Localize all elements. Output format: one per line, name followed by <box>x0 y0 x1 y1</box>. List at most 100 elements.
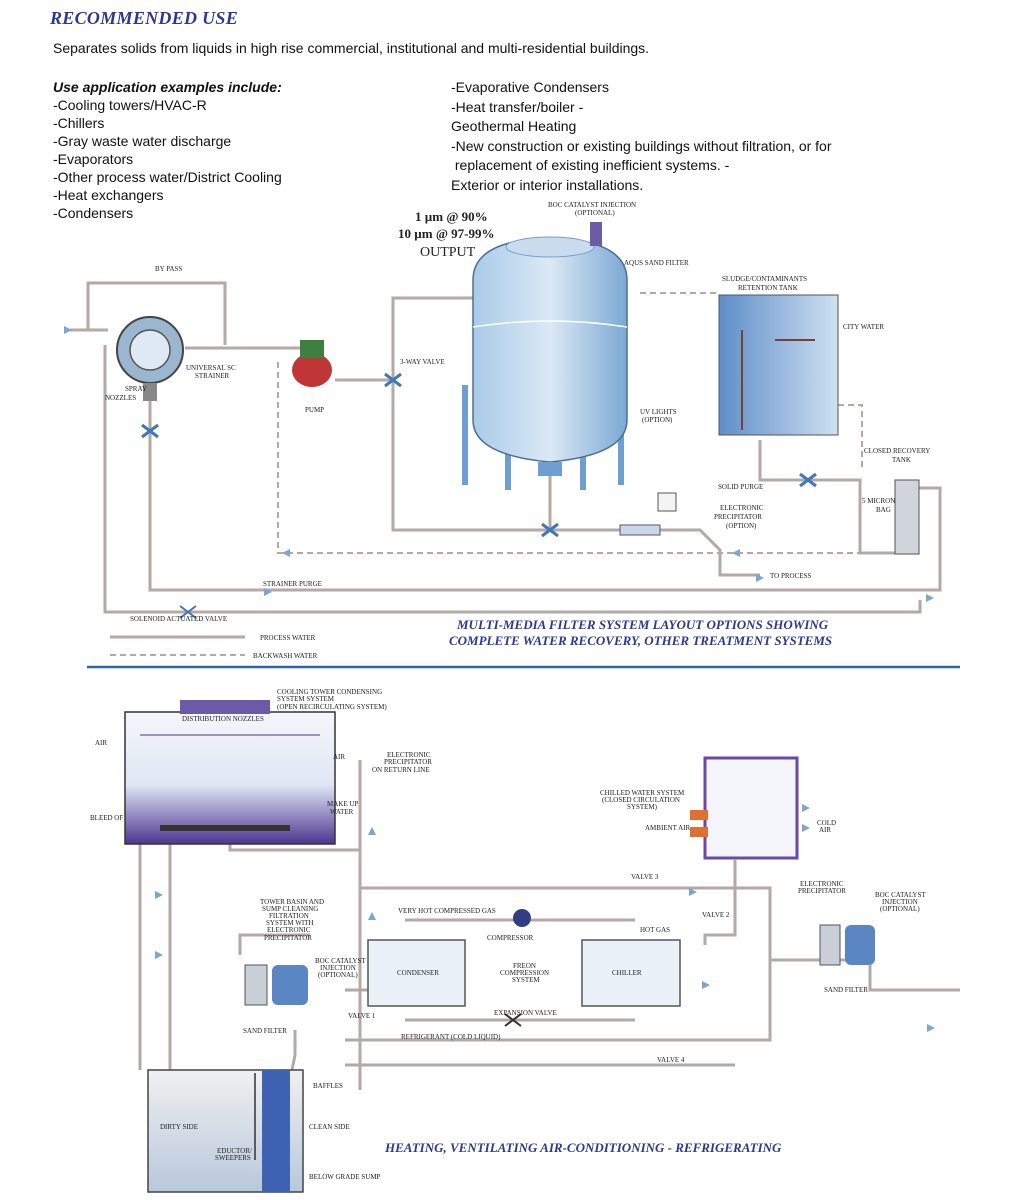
bypass-label: BY PASS <box>155 265 182 273</box>
application-list-lead: Use application examples include: <box>53 79 282 95</box>
sludge-tank-label: SLUDGE/CONTAMINANTS <box>722 275 807 283</box>
tower-basin-label: PRECIPITATOR <box>264 934 312 942</box>
hot-gas-label: HOT GAS <box>640 926 670 934</box>
bypass-pipe <box>86 281 227 345</box>
flow-arrow-icon <box>927 1024 935 1032</box>
list-item: Geothermal Heating <box>451 118 577 134</box>
chiller-label: CHILLER <box>612 969 642 977</box>
expansion-valve-icon <box>504 1013 522 1027</box>
flow-arrow-icon <box>702 981 710 989</box>
three-way-valve-icon <box>384 372 402 388</box>
pump-body <box>292 353 332 387</box>
below-grade-label: BELOW GRADE SUMP <box>309 1173 381 1181</box>
hvac-refrigeration-diagram: COOLING TOWER CONDENSING SYSTEM SYSTEM (… <box>90 688 960 1193</box>
flow-arrow-icon <box>155 951 163 959</box>
aqus-sand-filter-tank <box>462 236 628 490</box>
precipitator-cell <box>619 524 661 536</box>
elec-return-label: ON RETURN LINE <box>372 766 430 774</box>
chiller-loop-pipe <box>703 860 737 945</box>
valve2-label: VALVE 2 <box>702 911 730 919</box>
cold-air-label: COLD <box>817 819 836 827</box>
boc-left-label: INJECTION <box>320 964 356 972</box>
flow-arrow-icon <box>264 588 272 596</box>
pump-motor <box>300 340 324 358</box>
elec-precip-label: (OPTION) <box>726 522 757 530</box>
eductor-label: SWEEPERS <box>215 1154 251 1162</box>
list-item: -Heat transfer/boiler - <box>451 98 584 115</box>
valve-branch-pipe <box>391 380 552 532</box>
condenser-loop-pipe <box>345 886 772 1042</box>
list-item: -Other process water/District Cooling <box>53 169 282 185</box>
left-sand-filter-label: SAND FILTER <box>243 1027 287 1035</box>
list-item: replacement of existing inefficient syst… <box>451 157 730 173</box>
left-filter-frame <box>244 964 268 1006</box>
closed-recovery-label: CLOSED RECOVERY <box>864 447 930 455</box>
right-filter-frame <box>819 924 841 966</box>
solenoid-pipe <box>103 345 922 614</box>
tower-return-pipe <box>228 842 362 1090</box>
legend-process-label: PROCESS WATER <box>260 634 316 642</box>
chilled-label: CHILLED WATER SYSTEM <box>600 789 685 797</box>
backwash-vertical <box>838 404 863 470</box>
flow-arrow-icon <box>64 326 72 334</box>
tower-filter-pipe <box>238 933 310 955</box>
five-micron-bag-filter <box>894 479 920 555</box>
cooling-tower <box>124 711 336 845</box>
compressor-icon <box>513 909 531 927</box>
aqus-sand-filter-label: AQUS SAND FILTER <box>624 259 689 267</box>
elec-precip-right-label: PRECIPITATOR <box>798 887 846 895</box>
city-water-label: CITY WATER <box>843 323 884 331</box>
refrigerant-label: REFRIGERANT (COLD LIQUID) <box>401 1033 501 1041</box>
compressor-label: COMPRESSOR <box>487 934 534 942</box>
sludge-retention-tank <box>718 294 839 436</box>
diagram1-caption: MULTI-MEDIA FILTER SYSTEM LAYOUT OPTIONS… <box>456 617 829 632</box>
flow-arrow-icon <box>802 804 810 812</box>
freon-label: FREON <box>513 962 536 970</box>
air-right-label: AIR <box>333 753 345 761</box>
list-item: -Chillers <box>53 115 105 131</box>
three-way-valve-label: 3-WAY VALVE <box>400 358 445 366</box>
expansion-label: EXPANSION VALVE <box>494 1009 557 1017</box>
valve4-label: VALVE 4 <box>657 1056 685 1064</box>
flow-arrow-icon <box>926 594 934 602</box>
bottom-valve-icon <box>541 522 559 538</box>
right-sand-filter-tank <box>845 925 875 965</box>
spray-nozzle-stem <box>143 383 157 401</box>
section-heading: RECOMMENDED USE <box>50 8 239 28</box>
tower-basin-pipe <box>160 825 290 831</box>
elec-return-label: PRECIPITATOR <box>384 758 432 766</box>
list-item: -Condensers <box>53 205 134 221</box>
output-line2: 10 µm @ 97-99% <box>398 226 495 241</box>
left-sand-filter-tank <box>272 965 308 1005</box>
boc-right-label: (OPTIONAL) <box>880 905 920 913</box>
pump-label: PUMP <box>305 406 324 414</box>
list-item: Exterior or interior installations. <box>451 176 644 193</box>
baffles-label: BAFFLES <box>313 1082 343 1090</box>
flow-arrow-icon <box>368 827 376 835</box>
cold-air-label: AIR <box>819 826 831 834</box>
flow-arrow-icon <box>368 912 376 920</box>
eductor-label: EDUCTOR/ <box>217 1147 252 1155</box>
tower-label: SYSTEM SYSTEM <box>277 695 335 703</box>
spray-valve-icon <box>141 423 159 439</box>
chilled-water-unit <box>703 756 799 860</box>
list-item: -New construction or existing buildings … <box>451 137 832 154</box>
clean-side-label: CLEAN SIDE <box>309 1123 350 1131</box>
tower-basin-label: SYSTEM WITH <box>266 919 314 927</box>
intro-text: Separates solids from liquids in high ri… <box>53 40 650 56</box>
electronic-precipitator <box>657 492 677 512</box>
chilled-label: SYSTEM) <box>627 803 658 811</box>
valve1-label: VALVE 1 <box>348 1012 376 1020</box>
flow-arrow-icon <box>155 891 163 899</box>
ambient-air-fan <box>690 810 708 820</box>
list-item: -Heat exchangers <box>53 187 164 203</box>
ambient-air-label: AMBIENT AIR <box>645 824 691 832</box>
tower-basin-label: FILTRATION <box>269 912 309 920</box>
condenser-label: CONDENSER <box>397 969 439 977</box>
condenser-unit <box>367 939 466 1007</box>
strainer-purge-label: STRAINER PURGE <box>263 580 322 588</box>
list-item: -Evaporative Condensers <box>451 79 609 95</box>
output-line3: OUTPUT <box>420 245 476 260</box>
elec-return-label: ELECTRONIC <box>387 751 431 759</box>
elec-precip-label: PRECIPITATOR <box>714 513 762 521</box>
